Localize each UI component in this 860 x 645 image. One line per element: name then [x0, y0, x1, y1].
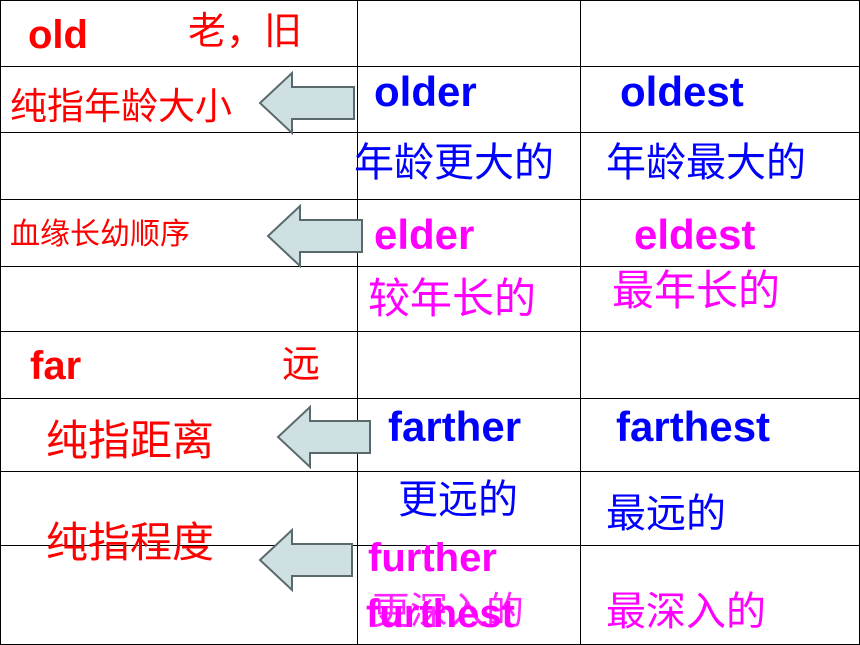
superlative-farthest: farthest	[616, 403, 771, 450]
comparative-further: further	[368, 536, 497, 580]
note-age: 纯指年龄大小	[10, 85, 232, 128]
cell	[357, 0, 581, 67]
meaning-furthest: 最深入的	[606, 589, 766, 635]
left-arrow-icon	[276, 404, 371, 470]
note-seniority: 血缘长幼顺序	[10, 217, 190, 252]
word-old: old	[28, 13, 88, 57]
note-distance: 纯指距离	[46, 416, 215, 465]
word-far: far	[30, 344, 82, 388]
meaning-old: 老，旧	[188, 9, 303, 53]
comparative-elder: elder	[374, 211, 475, 258]
left-arrow-icon	[258, 70, 355, 136]
left-arrow-icon	[258, 527, 353, 593]
meaning-older: 年龄更大的	[354, 140, 554, 186]
left-arrow-icon	[266, 203, 363, 269]
cell	[0, 266, 358, 332]
superlative-oldest: oldest	[620, 68, 744, 115]
meaning-farthest: 最远的	[606, 491, 726, 537]
meaning-far: 远	[282, 342, 321, 386]
cell	[357, 331, 581, 399]
meaning-further: 更深入的	[372, 589, 525, 633]
superlative-eldest: eldest	[634, 211, 756, 258]
meaning-farther: 更远的	[398, 477, 518, 523]
comparative-farther: farther	[388, 403, 522, 450]
meaning-eldest: 最年长的	[612, 266, 781, 315]
meaning-elder: 较年长的	[368, 274, 537, 323]
cell	[0, 132, 358, 200]
note-degree: 纯指程度	[46, 518, 215, 567]
comparative-older: older	[374, 68, 477, 115]
cell	[580, 331, 860, 399]
cell	[580, 0, 860, 67]
superlative-furthest: furthest	[366, 592, 515, 636]
meaning-oldest: 年龄最大的	[606, 140, 806, 186]
